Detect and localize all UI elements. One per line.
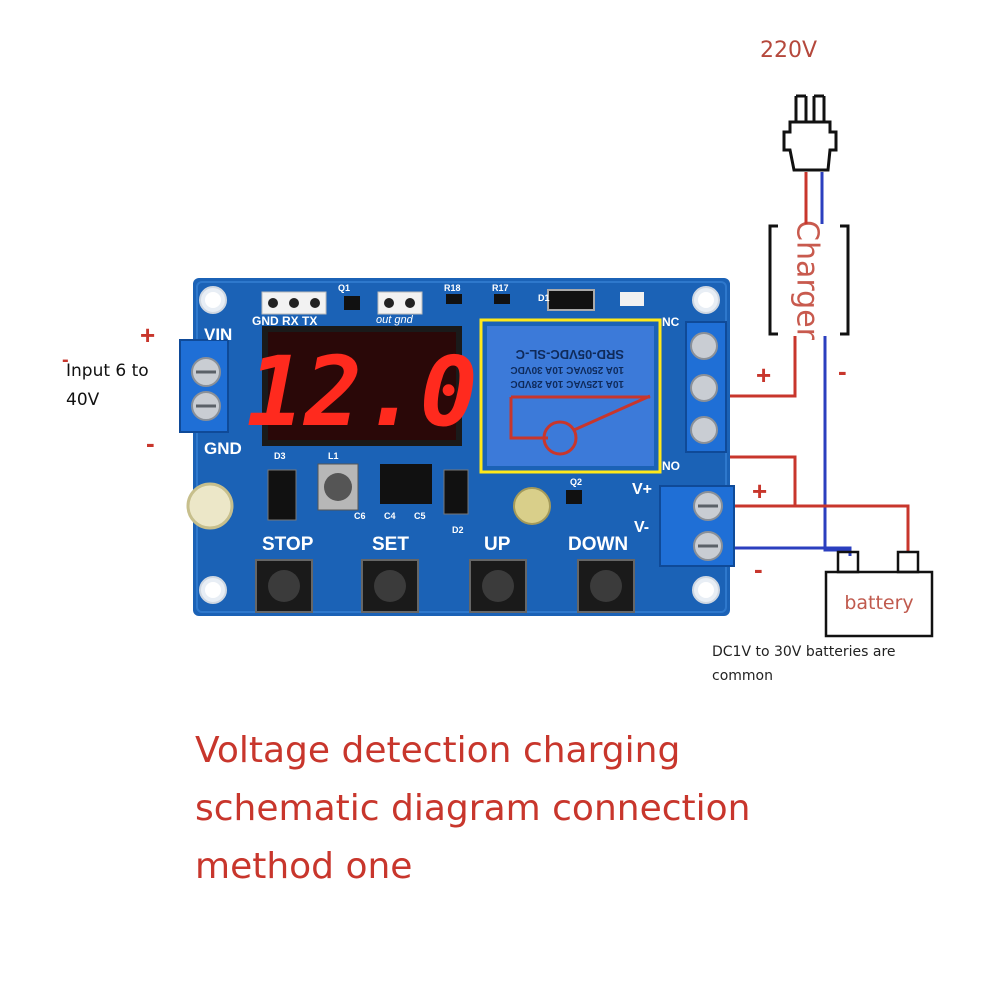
pcb-r17-label: R17 bbox=[492, 283, 509, 293]
input-minus-sign: - bbox=[146, 428, 155, 458]
diode-d1 bbox=[547, 289, 595, 311]
diode-d3 bbox=[267, 469, 297, 521]
pcb-gnd-label: GND bbox=[204, 439, 242, 458]
button-down bbox=[577, 559, 635, 613]
pcb-r18-label: R18 bbox=[444, 283, 461, 293]
pcb-q1-label: Q1 bbox=[338, 283, 351, 293]
pcb-no-label: NO bbox=[662, 459, 680, 473]
pcb-l1-label: L1 bbox=[328, 451, 339, 461]
pcb-up-label: UP bbox=[484, 534, 511, 555]
wire-battery-negative bbox=[735, 546, 852, 556]
relay-model: SRD-05VDC-SL-C bbox=[515, 347, 624, 362]
pcb-d1-label: D1 bbox=[538, 293, 550, 303]
input-terminal-block bbox=[179, 339, 229, 433]
pcb-stop-label: STOP bbox=[262, 534, 314, 555]
battery-note: DC1V to 30V batteries are common bbox=[712, 644, 896, 684]
charger-box bbox=[768, 224, 850, 336]
pcb-d3-label: D3 bbox=[274, 451, 286, 461]
input-voltage-label: Input 6 to 40V bbox=[66, 361, 149, 410]
battery-terminal-block bbox=[659, 485, 735, 567]
pcb-header-labels: GND RX TX bbox=[252, 314, 318, 328]
input-minus-left-sign: - bbox=[62, 349, 69, 371]
pcb-c5-label: C5 bbox=[414, 511, 426, 521]
led-display: 12.0 bbox=[246, 326, 478, 448]
pcb-down-label: DOWN bbox=[568, 534, 629, 555]
pcb-c6-label: C6 bbox=[354, 511, 366, 521]
pcb-nc-label: NC bbox=[662, 315, 680, 329]
uart-header bbox=[261, 291, 423, 315]
pcb-set-label: SET bbox=[372, 534, 409, 555]
charger-plus-sign: + bbox=[756, 360, 772, 390]
transistor-q1 bbox=[344, 296, 360, 310]
battery-minus-sign: - bbox=[754, 554, 763, 584]
relay-terminal-block bbox=[685, 321, 727, 453]
voltage-label: 220V bbox=[760, 38, 818, 63]
battery-plus-sign: + bbox=[752, 476, 768, 506]
chip-ic bbox=[380, 464, 432, 504]
pcb-vminus-label: V- bbox=[634, 519, 650, 536]
mounting-hole bbox=[199, 286, 720, 604]
battery-icon bbox=[824, 550, 934, 638]
pcb-d2-label: D2 bbox=[452, 525, 464, 535]
diode-d2 bbox=[443, 469, 469, 515]
transistor-q2 bbox=[566, 490, 582, 504]
diagram-caption: Voltage detection charging schematic dia… bbox=[195, 730, 751, 887]
pcb-q2-label: Q2 bbox=[570, 477, 583, 487]
power-plug-icon bbox=[782, 94, 838, 172]
pcb-out-gnd-label: out gnd bbox=[376, 314, 413, 326]
buzzer bbox=[513, 487, 551, 525]
relay-module-board: 12.0 SRD-05VDC-SL-C 10A 250VAC 10A 30VDC… bbox=[179, 278, 735, 616]
battery-label: battery bbox=[844, 592, 914, 614]
relay: SRD-05VDC-SL-C 10A 250VAC 10A 30VDC 10A … bbox=[479, 318, 662, 474]
button-up bbox=[469, 559, 527, 613]
button-set bbox=[361, 559, 419, 613]
wire-battery-positive bbox=[735, 504, 910, 552]
button-stop bbox=[255, 559, 313, 613]
charger-minus-sign: - bbox=[838, 356, 847, 386]
pcb-vplus-label: V+ bbox=[632, 481, 653, 498]
wire-charger-negative bbox=[823, 336, 850, 552]
relay-rating-1: 10A 250VAC 10A 30VDC bbox=[510, 364, 624, 375]
input-plus-sign: + bbox=[140, 320, 156, 350]
pcb-c4-label: C4 bbox=[384, 511, 396, 521]
capacitor-left bbox=[186, 482, 234, 530]
display-reading: 12.0 bbox=[246, 336, 477, 448]
pcb-vin-label: VIN bbox=[204, 325, 233, 344]
relay-rating-2: 10A 125VAC 10A 28VDC bbox=[510, 378, 624, 389]
